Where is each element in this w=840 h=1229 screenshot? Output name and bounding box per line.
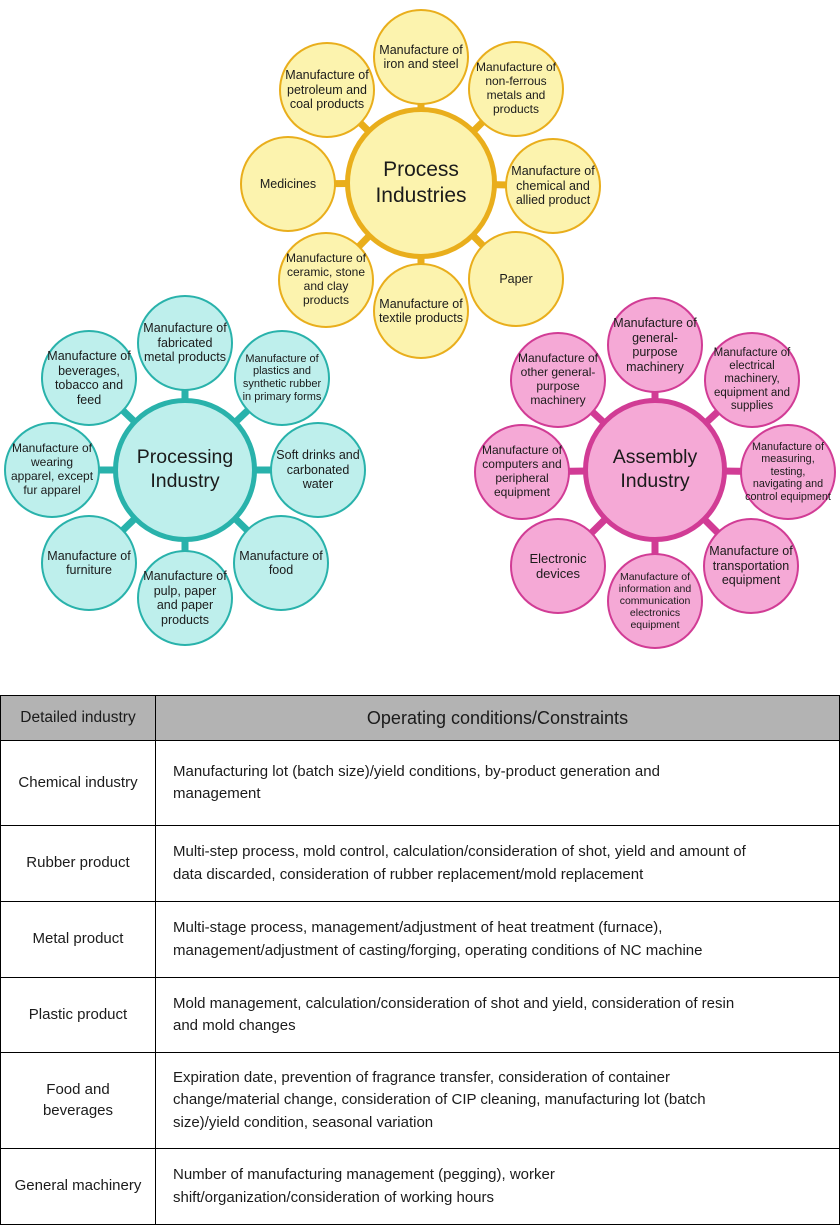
industry-general-machinery: General machinery [0, 1148, 156, 1225]
sat-non-ferrous-metals: Manufacture of non-ferrous metals and pr… [468, 41, 564, 137]
table-row: Rubber product Multi-step process, mold … [0, 825, 840, 902]
sat-petroleum-coal: Manufacture of petroleum and coal produc… [279, 42, 375, 138]
header-detailed-industry: Detailed industry [0, 695, 156, 741]
sat-electronic-devices: Electronic devices [510, 518, 606, 614]
table-row: Chemical industry Manufacturing lot (bat… [0, 740, 840, 826]
operating-conditions-table: Detailed industry Operating conditions/C… [0, 695, 840, 1225]
sat-paper: Paper [468, 231, 564, 327]
sat-medicines: Medicines [240, 136, 336, 232]
table-row: Food and beverages Expiration date, prev… [0, 1052, 840, 1149]
sat-wearing-apparel: Manufacture of wearing apparel, except f… [4, 422, 100, 518]
sat-computers-peripheral: Manufacture of computers and peripheral … [474, 424, 570, 520]
industry-cluster-diagram: Manufacture of iron and steel Manufactur… [4, 9, 836, 649]
conditions-rubber: Multi-step process, mold control, calcul… [155, 825, 840, 902]
sat-textile-products: Manufacture of textile products [373, 263, 469, 359]
sat-chemical-allied: Manufacture of chemical and allied produ… [505, 138, 601, 234]
table-row: Metal product Multi-stage process, manag… [0, 901, 840, 978]
industry-plastic: Plastic product [0, 977, 156, 1053]
sat-transportation-equipment: Manufacture of transportation equipment [703, 518, 799, 614]
sat-fabricated-metal: Manufacture of fabricated metal products [137, 295, 233, 391]
process-industries-hub: Process Industries [345, 107, 497, 259]
sat-beverages-tobacco-feed: Manufacture of beverages, tobacco and fe… [41, 330, 137, 426]
conditions-plastic: Mold management, calculation/considerati… [155, 977, 840, 1053]
industry-chemical: Chemical industry [0, 740, 156, 826]
conditions-food-beverages: Expiration date, prevention of fragrance… [155, 1052, 840, 1149]
sat-iron-and-steel: Manufacture of iron and steel [373, 9, 469, 105]
assembly-industry-hub: Assembly Industry [583, 398, 727, 542]
table-header-row: Detailed industry Operating conditions/C… [0, 695, 840, 741]
sat-food: Manufacture of food [233, 515, 329, 611]
sat-furniture: Manufacture of furniture [41, 515, 137, 611]
processing-industry-hub: Processing Industry [113, 398, 257, 542]
sat-measuring-testing: Manufacture of measuring, testing, navig… [740, 424, 836, 520]
sat-info-comm-electronics: Manufacture of information and communica… [607, 553, 703, 649]
sat-ceramic-stone-clay: Manufacture of ceramic, stone and clay p… [278, 232, 374, 328]
industry-metal: Metal product [0, 901, 156, 978]
conditions-chemical: Manufacturing lot (batch size)/yield con… [155, 740, 840, 826]
conditions-metal: Multi-stage process, management/adjustme… [155, 901, 840, 978]
sat-plastics-synthetic-rubber: Manufacture of plastics and synthetic ru… [234, 330, 330, 426]
table-row: General machinery Number of manufacturin… [0, 1148, 840, 1225]
sat-pulp-paper: Manufacture of pulp, paper and paper pro… [137, 550, 233, 646]
sat-other-general-purpose: Manufacture of other general-purpose mac… [510, 332, 606, 428]
sat-general-purpose-machinery: Manufacture of general-purpose machinery [607, 297, 703, 393]
industry-rubber: Rubber product [0, 825, 156, 902]
industry-food-beverages: Food and beverages [0, 1052, 156, 1149]
sat-electrical-machinery: Manufacture of electrical machinery, equ… [704, 332, 800, 428]
header-operating-conditions: Operating conditions/Constraints [155, 695, 840, 741]
table-row: Plastic product Mold management, calcula… [0, 977, 840, 1053]
sat-soft-drinks: Soft drinks and carbonated water [270, 422, 366, 518]
conditions-general-machinery: Number of manufacturing management (pegg… [155, 1148, 840, 1225]
